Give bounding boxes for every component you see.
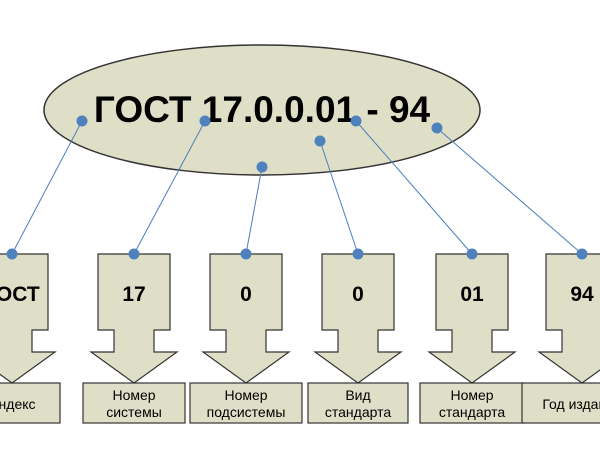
component-label-line: стандарта bbox=[439, 404, 505, 420]
component-arrow-box bbox=[537, 253, 600, 384]
component-label-line: Индекс bbox=[0, 396, 36, 412]
component-value: 0 bbox=[352, 283, 364, 306]
gost-designation-title: ГОСТ 17.0.0.01 - 94 bbox=[94, 89, 431, 130]
component-arrow-box bbox=[0, 253, 57, 384]
component-value: 0 bbox=[240, 283, 252, 306]
component-labels: ИндексНомерсистемыНомерподсистемыВидстан… bbox=[0, 382, 600, 424]
component-label-line: системы bbox=[106, 404, 162, 420]
component-label-line: Номер bbox=[224, 387, 267, 403]
component-label-box bbox=[0, 382, 61, 424]
connector-dot-bottom bbox=[240, 248, 252, 260]
connector-dot-bottom bbox=[352, 248, 364, 260]
connector-dot-top bbox=[256, 161, 268, 173]
connector-line bbox=[11, 120, 83, 255]
connector-dot-top bbox=[76, 115, 88, 127]
connector-dot-top bbox=[199, 115, 211, 127]
component-label-box bbox=[521, 382, 600, 424]
component-label-line: Вид bbox=[345, 387, 370, 403]
component-arrow-box bbox=[427, 253, 517, 384]
connector-line bbox=[319, 140, 359, 255]
component-value: 17 bbox=[122, 283, 145, 306]
connector-line bbox=[133, 120, 206, 255]
connector-dot-bottom bbox=[6, 248, 18, 260]
connector-line bbox=[245, 166, 263, 255]
component-arrow-box bbox=[313, 253, 403, 384]
component-value: 94 bbox=[570, 283, 594, 306]
connector-dot-bottom bbox=[466, 248, 478, 260]
connector-dot-bottom bbox=[576, 248, 588, 260]
component-label-line: Год издания bbox=[542, 396, 600, 412]
component-arrow-box bbox=[89, 253, 179, 384]
connector-line bbox=[355, 120, 473, 255]
component-label-line: Номер bbox=[450, 387, 493, 403]
connector-line bbox=[436, 127, 583, 255]
component-label-box bbox=[307, 382, 409, 424]
connector-dot-bottom bbox=[128, 248, 140, 260]
component-label-box bbox=[82, 382, 186, 424]
component-value: ГОСТ bbox=[0, 283, 40, 306]
connector-dot-top bbox=[431, 122, 443, 134]
component-label-line: стандарта bbox=[325, 404, 391, 420]
connector-dot-top bbox=[350, 115, 362, 127]
title-ellipse-group: ГОСТ 17.0.0.01 - 94 bbox=[43, 44, 481, 176]
component-arrow-box bbox=[201, 253, 291, 384]
component-label-line: Номер bbox=[112, 387, 155, 403]
connector-dot-top bbox=[314, 135, 326, 147]
connector-lines bbox=[6, 115, 588, 260]
component-label-box bbox=[189, 382, 303, 424]
component-label-line: подсистемы bbox=[207, 404, 286, 420]
component-value: 01 bbox=[460, 283, 484, 306]
component-label-box bbox=[419, 382, 525, 424]
title-ellipse bbox=[43, 44, 481, 176]
component-arrows: ГОСТ 17 0 0 01 94 bbox=[0, 253, 600, 384]
